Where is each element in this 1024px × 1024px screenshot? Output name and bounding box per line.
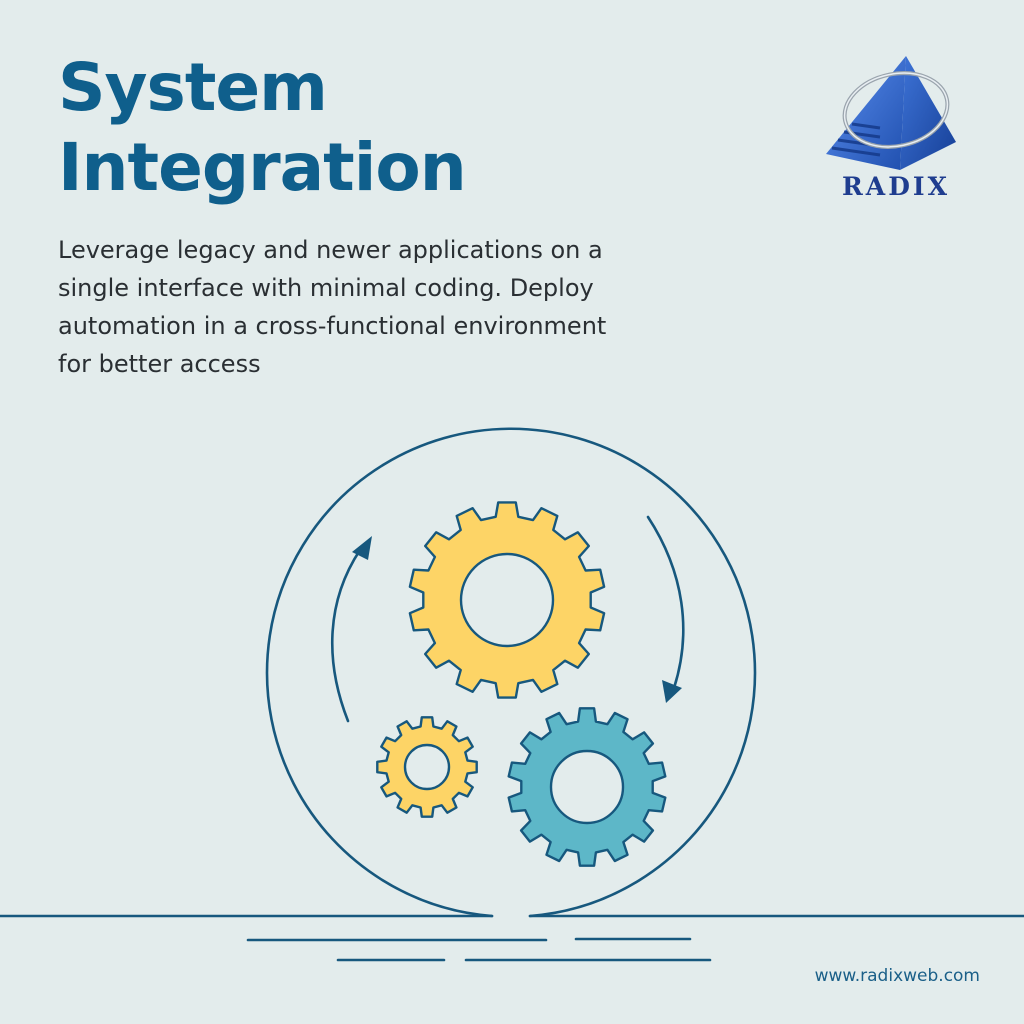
logo-text: RADIX (842, 172, 950, 201)
gear-hole (459, 552, 555, 648)
description: Leverage legacy and newer applications o… (58, 231, 738, 383)
large-yellow-gear-icon (408, 501, 606, 699)
gear-hole (549, 749, 625, 825)
outer-circle (265, 427, 757, 918)
description-line-3: automation in a cross-functional environ… (58, 312, 607, 340)
ground-lines (0, 914, 1024, 962)
website-link[interactable]: www.radixweb.com (814, 966, 980, 986)
rotation-arrow-icon (330, 536, 372, 723)
gears-illustration (0, 427, 1024, 962)
page-title: System Integration (58, 48, 467, 208)
title-line-2: Integration (58, 129, 467, 206)
gear-hole (403, 743, 451, 791)
rotation-arrow-icon (646, 515, 685, 703)
description-line-1: Leverage legacy and newer applications o… (58, 236, 603, 264)
description-line-4: for better access (58, 350, 261, 378)
pyramid-logo-icon (826, 56, 956, 170)
small-yellow-gear-icon (376, 716, 478, 818)
blue-gear-icon (507, 707, 667, 867)
title-line-1: System (58, 49, 328, 126)
description-line-2: single interface with minimal coding. De… (58, 274, 594, 302)
